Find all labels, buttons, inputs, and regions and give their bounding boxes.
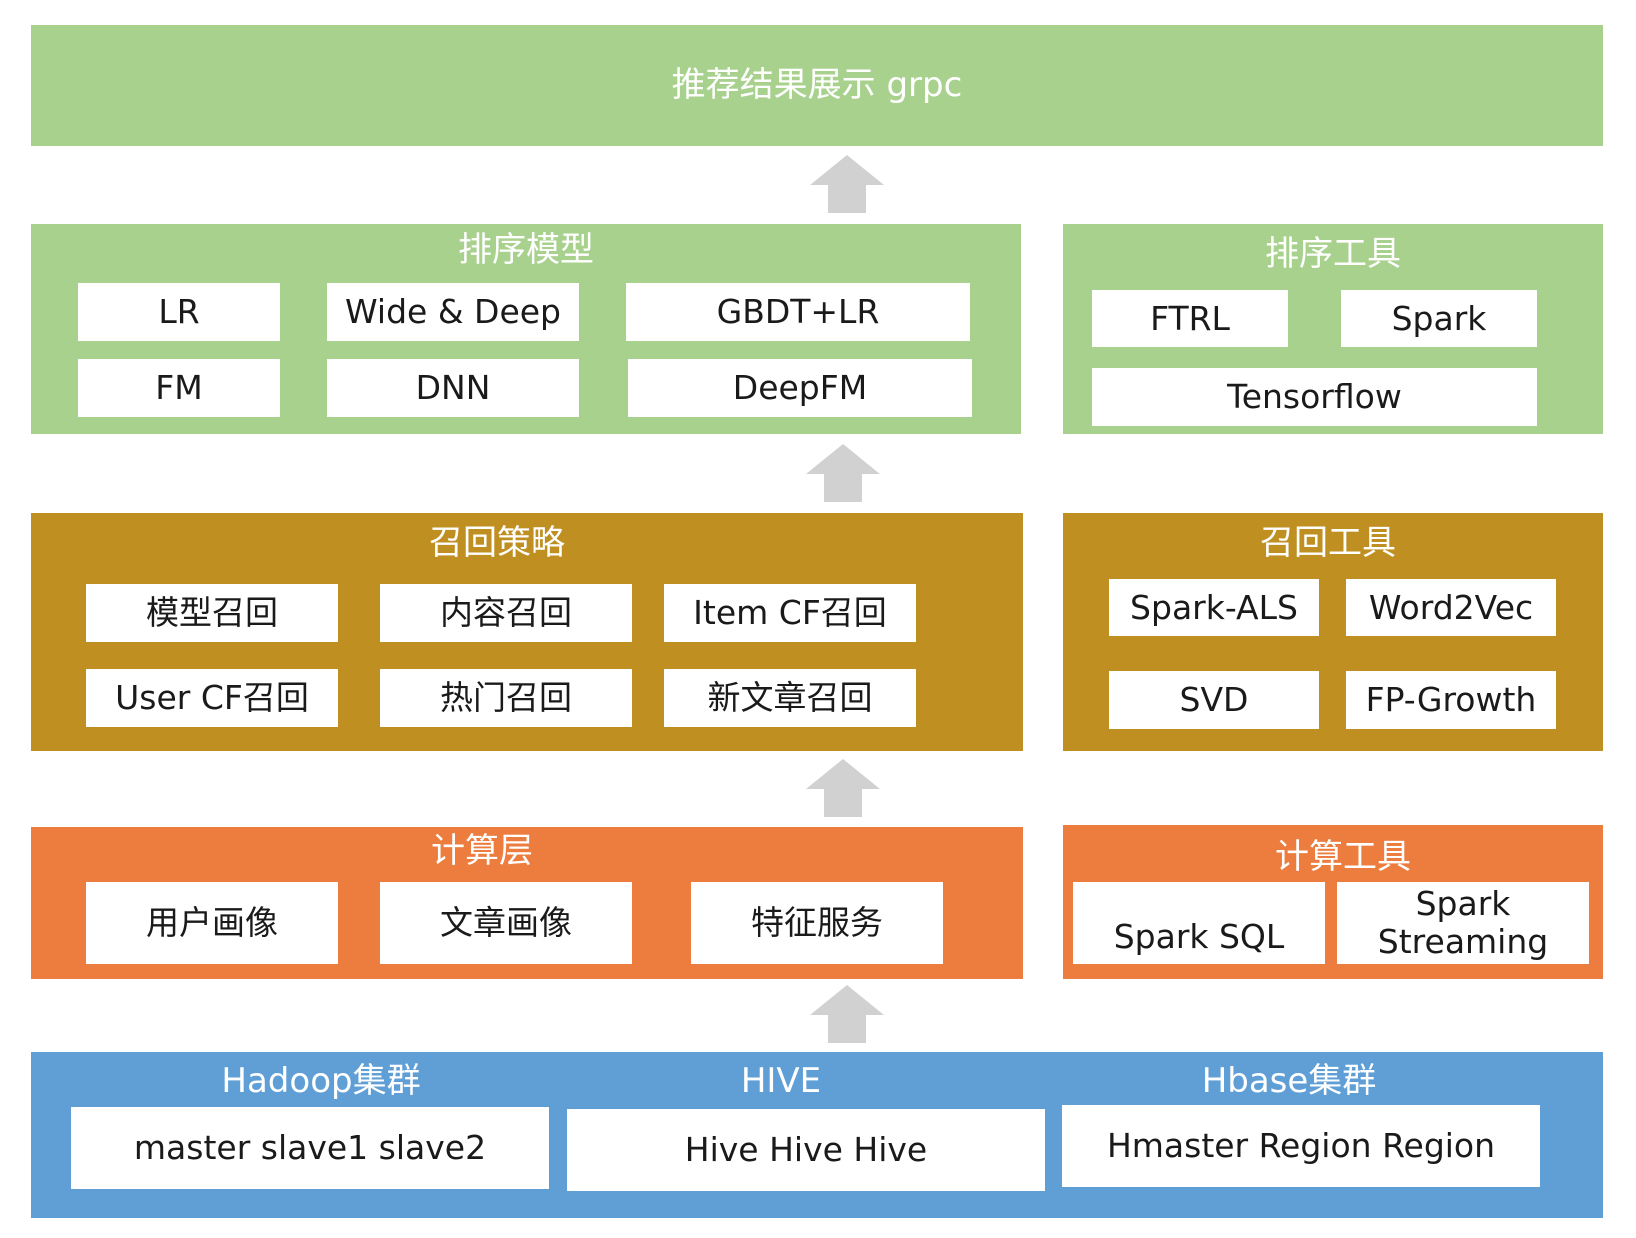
tool-ftrl: FTRL xyxy=(1092,290,1288,347)
tool-svd: SVD xyxy=(1109,671,1319,729)
recall-tools-panel: 召回工具 Spark-ALS Word2Vec SVD FP-Growth xyxy=(1063,513,1603,751)
model-gbdt-lr: GBDT+LR xyxy=(626,283,970,341)
ranking-model-title: 排序模型 xyxy=(458,230,594,270)
ranking-model-panel: 排序模型 LR Wide & Deep GBDT+LR FM DNN DeepF… xyxy=(31,224,1021,434)
storage-layer: Hadoop集群 master slave1 slave2 HIVE Hive … xyxy=(31,1052,1603,1218)
compute-layer-title: 计算层 xyxy=(431,831,533,871)
recall-item-cf: Item CF召回 xyxy=(664,584,916,642)
hive-nodes: Hive Hive Hive xyxy=(567,1109,1045,1191)
feature-service: 特征服务 xyxy=(691,882,943,964)
recall-model: 模型召回 xyxy=(86,584,338,642)
hive-title: HIVE xyxy=(740,1061,822,1101)
up-arrow-icon xyxy=(806,759,880,817)
up-arrow-icon xyxy=(810,155,884,213)
compute-layer-panel: 计算层 用户画像 文章画像 特征服务 xyxy=(31,827,1023,979)
tool-fp-growth: FP-Growth xyxy=(1346,671,1556,729)
result-display-layer: 推荐结果展示 grpc xyxy=(31,25,1603,146)
compute-tools-panel: 计算工具 Spark SQL Spark Streaming xyxy=(1063,825,1603,979)
model-deepfm: DeepFM xyxy=(628,359,972,417)
recall-content: 内容召回 xyxy=(380,584,632,642)
up-arrow-icon xyxy=(806,444,880,502)
tool-spark-sql: Spark SQL xyxy=(1073,882,1325,964)
hadoop-nodes: master slave1 slave2 xyxy=(71,1107,549,1189)
model-lr: LR xyxy=(78,283,280,341)
tool-spark-streaming: Spark Streaming xyxy=(1337,882,1589,964)
recall-strategy-title: 召回策略 xyxy=(429,523,565,563)
ranking-tools-title: 排序工具 xyxy=(1265,234,1401,274)
recall-hot: 热门召回 xyxy=(380,669,632,727)
tool-spark: Spark xyxy=(1341,290,1537,347)
user-profile: 用户画像 xyxy=(86,882,338,964)
hbase-nodes: Hmaster Region Region xyxy=(1062,1105,1540,1187)
hbase-cluster-title: Hbase集群 xyxy=(1201,1061,1377,1101)
model-wide-deep: Wide & Deep xyxy=(327,283,579,341)
model-fm: FM xyxy=(78,359,280,417)
recall-new-article: 新文章召回 xyxy=(664,669,916,727)
tool-spark-als: Spark-ALS xyxy=(1109,579,1319,636)
recall-user-cf: User CF召回 xyxy=(86,669,338,727)
ranking-tools-panel: 排序工具 FTRL Spark Tensorflow xyxy=(1063,224,1603,434)
model-dnn: DNN xyxy=(327,359,579,417)
recall-strategy-panel: 召回策略 模型召回 内容召回 Item CF召回 User CF召回 热门召回 … xyxy=(31,513,1023,751)
article-profile: 文章画像 xyxy=(380,882,632,964)
tool-tensorflow: Tensorflow xyxy=(1092,368,1537,426)
recall-tools-title: 召回工具 xyxy=(1260,523,1396,563)
compute-tools-title: 计算工具 xyxy=(1275,837,1411,877)
result-display-title: 推荐结果展示 grpc xyxy=(671,65,963,105)
hadoop-cluster-title: Hadoop集群 xyxy=(221,1061,421,1101)
tool-word2vec: Word2Vec xyxy=(1346,579,1556,636)
up-arrow-icon xyxy=(810,985,884,1043)
